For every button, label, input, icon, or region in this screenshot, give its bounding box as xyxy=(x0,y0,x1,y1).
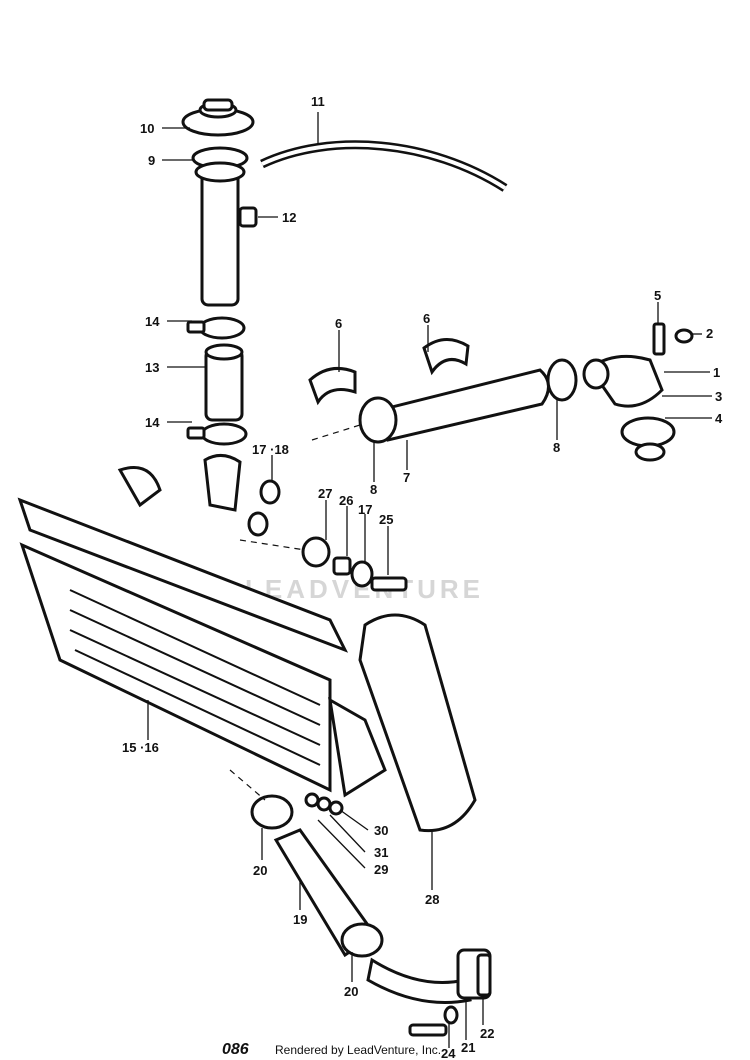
overflow-fitting xyxy=(238,206,258,228)
callout-12: 12 xyxy=(282,210,296,225)
callout-6-left: 6 xyxy=(335,316,342,331)
bleed-cap xyxy=(674,328,694,344)
thermostat-cover xyxy=(620,416,676,462)
callout-6-right: 6 xyxy=(423,311,430,326)
callout-17-18: 17 ·18 xyxy=(252,442,289,457)
hose-clamp-outlet xyxy=(546,358,578,402)
callout-31: 31 xyxy=(374,845,388,860)
callout-21: 21 xyxy=(461,1040,475,1055)
callout-2: 2 xyxy=(706,326,713,341)
callout-22: 22 xyxy=(480,1026,494,1041)
radiator-cap xyxy=(181,98,255,137)
callout-13: 13 xyxy=(145,360,159,375)
filler-hose xyxy=(204,343,244,422)
callout-28: 28 xyxy=(425,892,439,907)
mounting-bolt xyxy=(370,576,408,592)
overflow-tube-core xyxy=(261,142,507,190)
callout-17: 17 xyxy=(358,502,372,517)
callout-19: 19 xyxy=(293,912,307,927)
water-inlet-pipe xyxy=(366,957,472,1004)
callout-26: 26 xyxy=(339,493,353,508)
lower-hose-clamp-bottom xyxy=(340,922,384,958)
upper-hose-clamp xyxy=(186,316,246,340)
radiator-shroud xyxy=(358,613,477,833)
lower-hose-clamp xyxy=(186,422,248,446)
grommet xyxy=(301,536,331,568)
callout-24: 24 xyxy=(441,1046,456,1060)
hose-clamp-radiator xyxy=(358,396,398,444)
inlet-washer xyxy=(443,1005,459,1025)
callout-11: 11 xyxy=(311,94,325,109)
rendered-by-credit: Rendered by LeadVenture, Inc. xyxy=(275,1043,442,1057)
callout-20-lower: 20 xyxy=(344,984,358,999)
filler-neck-pipe xyxy=(194,161,246,307)
callout-25: 25 xyxy=(379,512,393,527)
upper-radiator-hose xyxy=(378,368,550,442)
callout-4: 4 xyxy=(715,411,723,426)
callout-27: 27 xyxy=(318,486,332,501)
spacer xyxy=(332,556,352,576)
callout-14-upper: 14 xyxy=(145,314,160,329)
callout-3: 3 xyxy=(715,389,722,404)
drain-plug-set xyxy=(304,792,344,816)
callout-8-right: 8 xyxy=(553,440,560,455)
bleed-bolt xyxy=(652,322,666,356)
washer xyxy=(350,560,374,588)
inlet-bolt xyxy=(408,1023,448,1037)
callout-7: 7 xyxy=(403,470,410,485)
thermostat-housing xyxy=(582,354,664,408)
callout-10: 10 xyxy=(140,121,154,136)
radiator xyxy=(17,454,387,798)
hose-clip-right xyxy=(422,338,470,376)
callout-29: 29 xyxy=(374,862,388,877)
callout-9: 9 xyxy=(148,153,155,168)
callout-14-lower: 14 xyxy=(145,415,160,430)
callout-20-upper: 20 xyxy=(253,863,267,878)
callout-5: 5 xyxy=(654,288,661,303)
lower-hose-clamp-top xyxy=(250,794,294,830)
callout-15-16: 15 ·16 xyxy=(122,740,159,755)
hose-clip-left xyxy=(308,366,357,406)
mount-washer xyxy=(247,479,281,537)
page-code: 086 xyxy=(222,1041,249,1058)
callout-30: 30 xyxy=(374,823,388,838)
callout-1: 1 xyxy=(713,365,720,380)
callout-8-left: 8 xyxy=(370,482,377,497)
inlet-gasket xyxy=(476,953,492,997)
